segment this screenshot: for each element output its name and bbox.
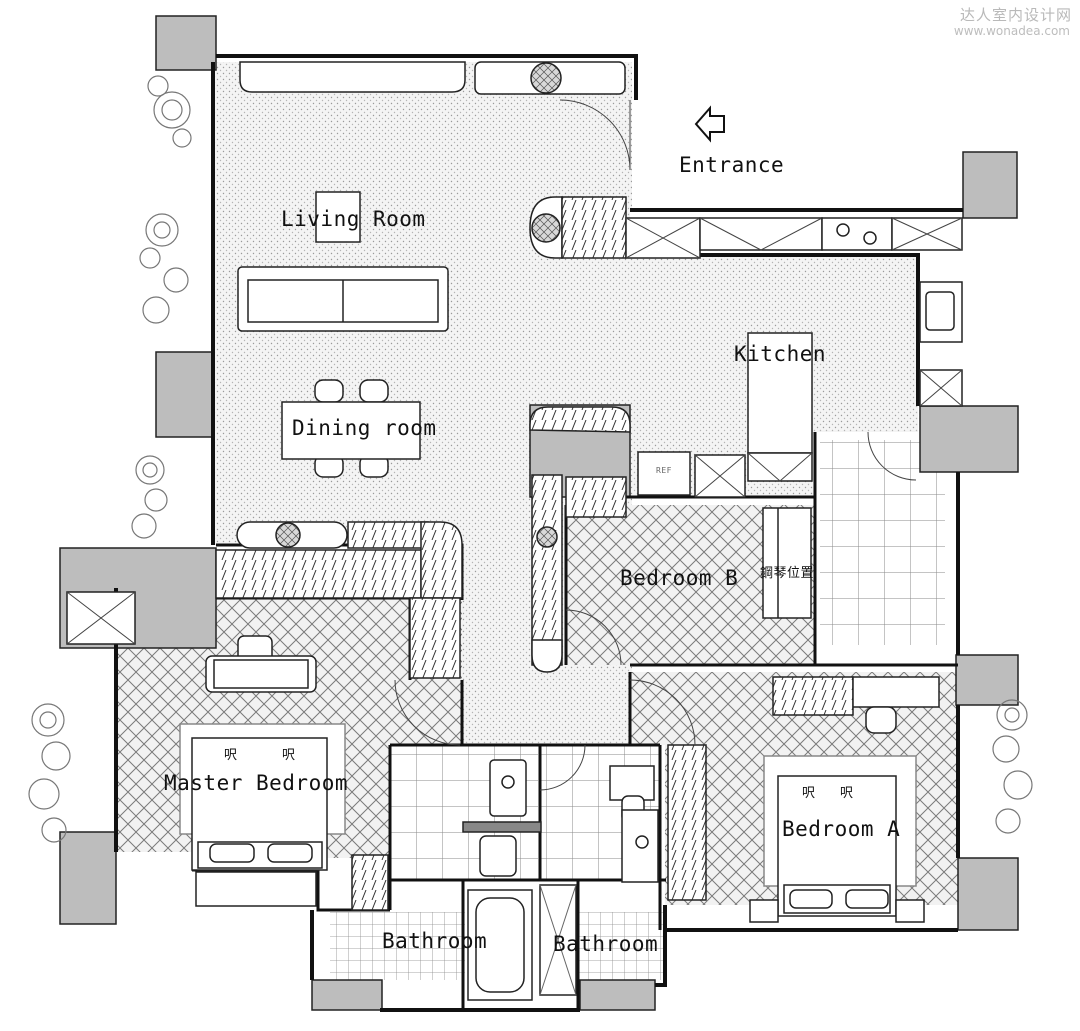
bathroom-fixtures — [462, 759, 659, 1001]
kitchen-label: Kitchen — [734, 342, 827, 366]
entrance-label: Entrance — [679, 153, 785, 177]
bedroom-a-furniture — [667, 676, 940, 923]
bedroom-a-bed-mark-left: 呎 — [802, 786, 816, 801]
piano-position-label: 鋼琴位置 — [760, 566, 815, 581]
kitchen-cabinets — [529, 196, 963, 498]
outer-walls — [114, 54, 963, 1012]
dining-bench — [236, 521, 429, 549]
bedroom-b-furniture — [762, 507, 812, 619]
master-bed-mark-left: 呎 — [224, 748, 238, 763]
master-bedroom-label: Master Bedroom — [164, 771, 349, 795]
entrance-arrow-icon — [694, 105, 725, 143]
master-bed-mark-right: 呎 — [282, 748, 296, 763]
dining-room-label: Dining room — [292, 416, 437, 440]
living-room-label: Living Room — [281, 207, 426, 231]
fridge-label: REF — [656, 466, 672, 475]
master-furniture — [66, 521, 463, 911]
bathroom-1-label: Bathroom — [382, 929, 488, 953]
interior-walls — [192, 432, 958, 1010]
door-swings — [394, 99, 917, 791]
bedroom-a-label: Bedroom A — [782, 817, 901, 841]
bedroom-a-bed-mark-right: 呎 — [840, 786, 854, 801]
plant-icons — [28, 75, 1033, 843]
living-furniture — [237, 61, 626, 332]
watermark-brand: 达人室内设计网 — [959, 6, 1072, 24]
bedroom-b-label: Bedroom B — [620, 566, 739, 590]
hall-storage — [529, 406, 631, 673]
dining-table — [281, 379, 421, 478]
watermark-url: www.wonadea.com — [953, 24, 1070, 38]
bathroom-2-label: Bathroom — [553, 932, 659, 956]
